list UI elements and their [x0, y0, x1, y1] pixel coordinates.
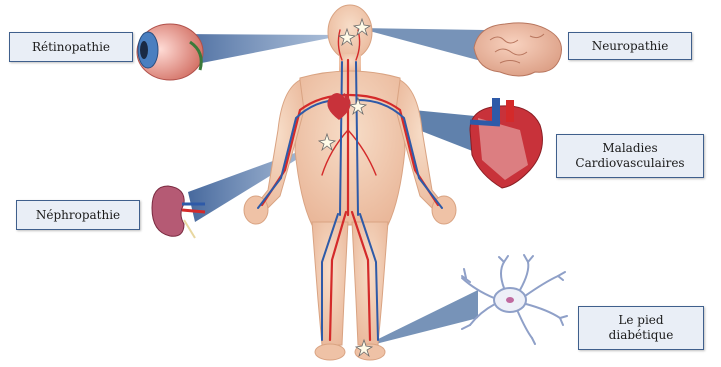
- label-retinopathie: Rétinopathie: [9, 32, 133, 62]
- label-pied-line1: Le pied: [618, 313, 663, 328]
- eye-illustration: [137, 24, 203, 80]
- label-neuropathie-text: Neuropathie: [592, 39, 669, 54]
- heart-illustration: [470, 98, 542, 188]
- label-maladies-cardiovasculaires: Maladies Cardiovasculaires: [556, 134, 704, 178]
- beam-neuropathie: [358, 27, 485, 66]
- label-maladies-line2: Cardiovasculaires: [575, 156, 684, 171]
- label-neuropathie: Neuropathie: [568, 32, 692, 60]
- label-pied-line2: diabétique: [609, 328, 674, 343]
- label-nephropathie-text: Néphropathie: [36, 208, 120, 223]
- brain-illustration: [474, 23, 562, 76]
- label-nephropathie: Néphropathie: [16, 200, 140, 230]
- label-maladies-line1: Maladies: [602, 141, 657, 156]
- label-pied-diabetique: Le pied diabétique: [578, 306, 704, 350]
- human-body-figure: [244, 5, 456, 360]
- label-retinopathie-text: Rétinopathie: [32, 40, 110, 55]
